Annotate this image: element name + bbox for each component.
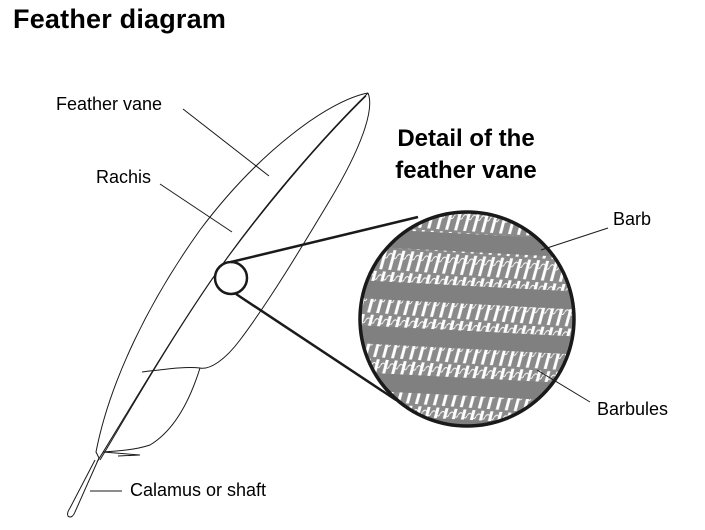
detail-heading: Detail of the feather vane <box>366 123 566 187</box>
detail-circle <box>358 210 576 428</box>
vane-left-edge <box>95 92 369 459</box>
calamus <box>67 457 100 518</box>
magnify-line-bottom <box>235 292 397 402</box>
label-barb: Barb <box>613 209 652 229</box>
leader-barb <box>540 227 609 251</box>
leader-feather-vane <box>182 108 270 177</box>
label-barbules: Barbules <box>597 399 669 419</box>
diagram-title: Feather diagram <box>13 4 227 34</box>
label-feather-vane: Feather vane <box>56 94 163 114</box>
feather <box>67 92 371 518</box>
vane-detail-magnified <box>360 212 574 426</box>
label-rachis: Rachis <box>96 167 152 187</box>
magnify-line-top <box>230 215 419 264</box>
detail-heading-line1: Detail of the <box>397 125 535 152</box>
leader-barbules <box>536 369 591 403</box>
detail-heading-line2: feather vane <box>395 157 537 184</box>
label-calamus: Calamus or shaft <box>130 480 267 500</box>
zoom-source-circle <box>213 260 249 296</box>
vane-right-edge <box>199 92 371 369</box>
leader-rachis <box>159 183 233 233</box>
